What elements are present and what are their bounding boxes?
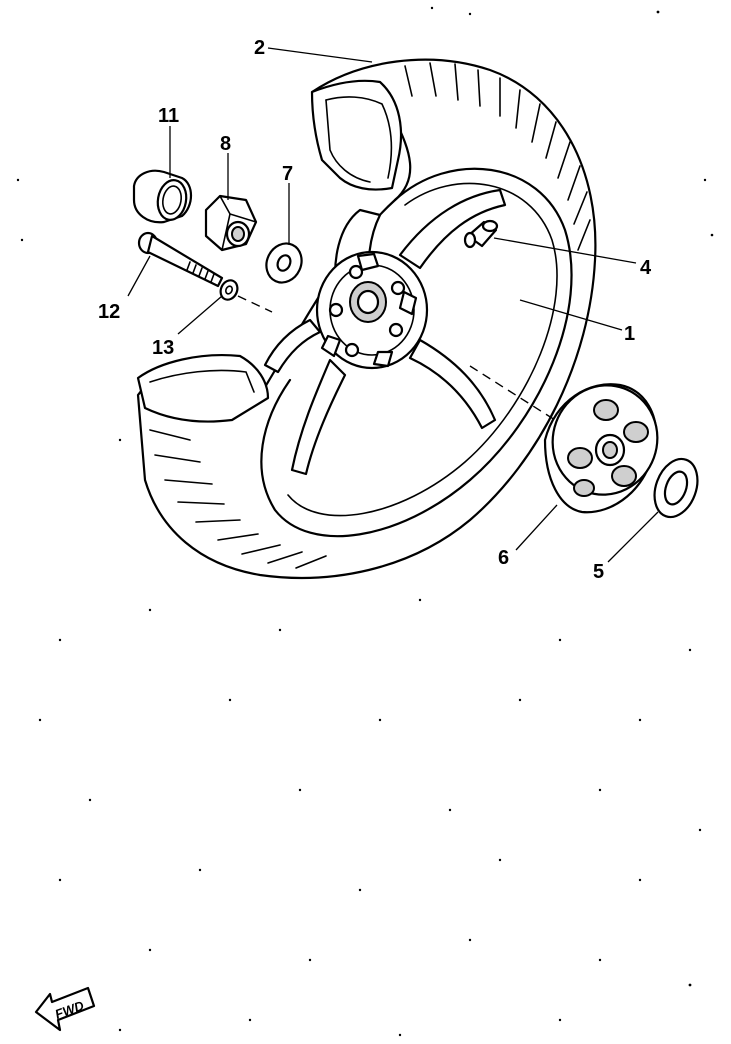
assembly-line-damper bbox=[469, 365, 556, 421]
callout-1: 1 bbox=[624, 323, 635, 345]
callout-7: 7 bbox=[282, 163, 293, 185]
callout-11: 11 bbox=[158, 105, 179, 127]
washer-13 bbox=[219, 279, 239, 301]
fwd-arrow-icon: FWD bbox=[34, 986, 96, 1032]
callout-13: 13 bbox=[152, 337, 174, 359]
valve-stem bbox=[463, 219, 499, 249]
washer-5 bbox=[653, 457, 699, 519]
callout-4: 4 bbox=[640, 257, 652, 279]
callout-2: 2 bbox=[254, 37, 265, 59]
cap-11 bbox=[132, 169, 193, 224]
axle-nut-8 bbox=[204, 194, 258, 252]
callout-6: 6 bbox=[498, 547, 509, 569]
callout-12: 12 bbox=[98, 301, 120, 323]
leader-lines bbox=[127, 47, 659, 563]
wheel-rim bbox=[263, 188, 507, 476]
callout-8: 8 bbox=[220, 133, 231, 155]
damper-hub bbox=[543, 383, 659, 514]
assembly-line-bolt bbox=[237, 295, 273, 313]
bolt-12 bbox=[137, 231, 224, 288]
washer-7 bbox=[265, 242, 303, 284]
scan-speckles bbox=[16, 6, 714, 1037]
callout-labels: 2 11 8 7 4 1 12 13 6 5 bbox=[98, 37, 652, 583]
callout-5: 5 bbox=[593, 561, 604, 583]
